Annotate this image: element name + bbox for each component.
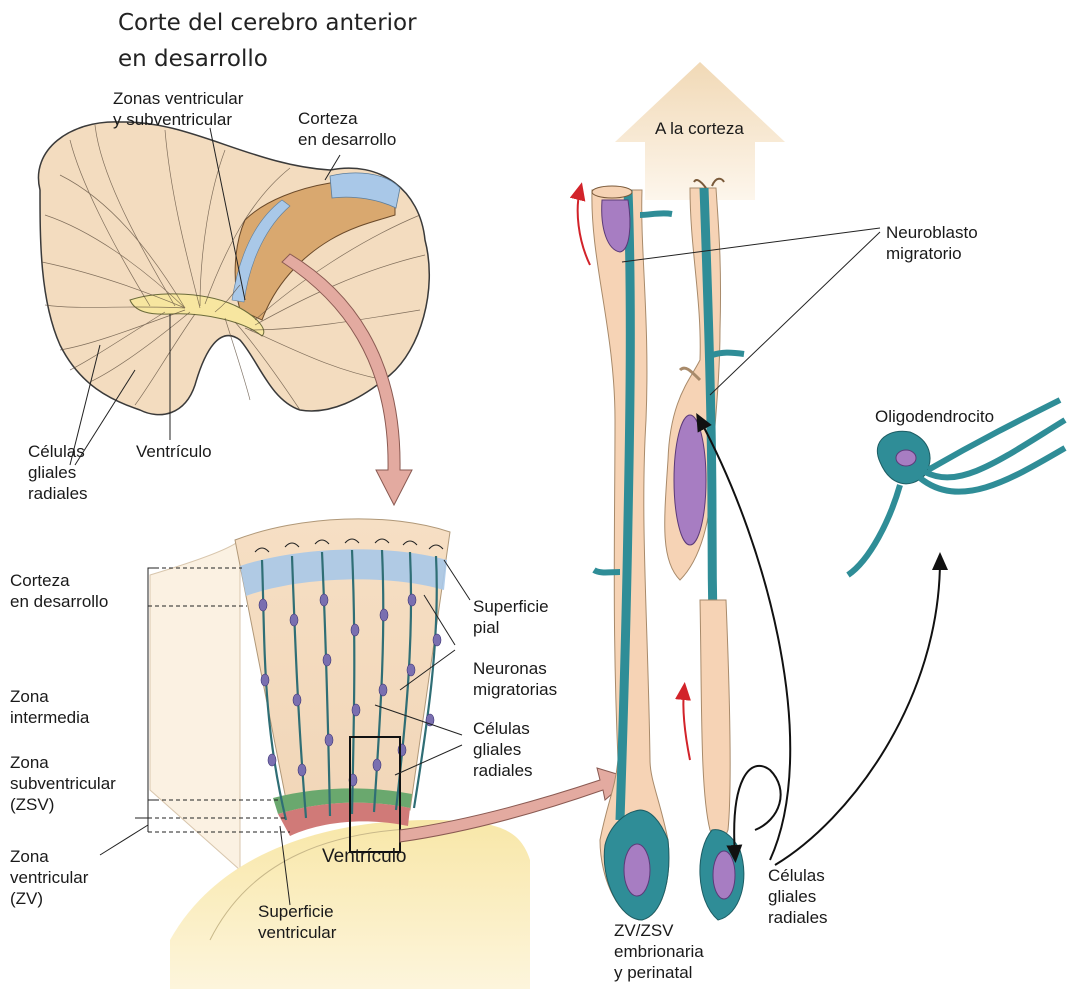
label-celulas-gliales-radiales-left: Células gliales radiales: [28, 441, 88, 504]
label-celulas-gliales-radiales-mid: Células gliales radiales: [473, 718, 533, 781]
label-zonas-ventricular-subventricular: Zonas ventricular y subventricular: [113, 88, 243, 130]
label-zona-intermedia: Zona intermedia: [10, 686, 89, 728]
label-neuroblasto-migratorio: Neuroblasto migratorio: [886, 222, 978, 264]
label-ventriculo-bottom: Ventrículo: [322, 846, 407, 867]
right-leaders: [622, 228, 880, 395]
left-radial-glia-cell: [592, 186, 672, 920]
label-zona-ventricular: Zona ventricular (ZV): [10, 846, 88, 909]
label-oligodendrocito: Oligodendrocito: [875, 406, 994, 427]
label-corteza-en-desarrollo-side: Corteza en desarrollo: [10, 570, 108, 612]
fate-arrows: [700, 420, 940, 865]
label-a-la-corteza: A la corteza: [655, 118, 744, 139]
label-ventriculo-top: Ventrículo: [136, 441, 212, 462]
brain-outline: [38, 122, 429, 415]
label-superficie-pial: Superficie pial: [473, 596, 549, 638]
label-superficie-ventricular: Superficie ventricular: [258, 901, 336, 943]
block-back-wall: [150, 540, 240, 870]
right-radial-glia-cell: [665, 179, 744, 920]
label-zv-zsv: ZV/ZSV embrionaria y perinatal: [614, 920, 704, 983]
label-zona-subventricular: Zona subventricular (ZSV): [10, 752, 116, 815]
figure-title: Corte del cerebro anterior en desarrollo: [118, 5, 417, 77]
forebrain-section: [38, 122, 429, 465]
label-neuronas-migratorias: Neuronas migratorias: [473, 658, 557, 700]
label-celulas-gliales-radiales-right: Células gliales radiales: [768, 865, 828, 928]
label-corteza-en-desarrollo-top: Corteza en desarrollo: [298, 108, 396, 150]
